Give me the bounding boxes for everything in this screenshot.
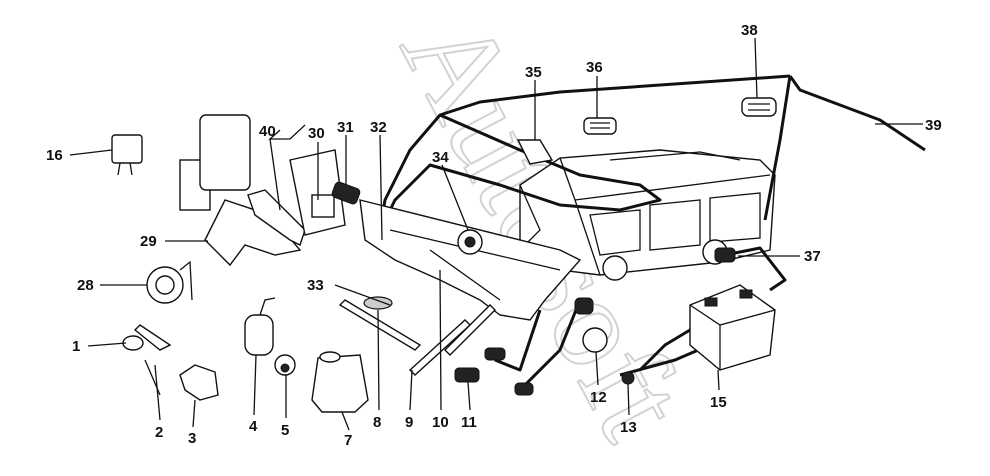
main-wiring-harness — [378, 74, 926, 387]
callout-5: 5 — [281, 422, 289, 439]
part-16-relay — [111, 134, 143, 176]
callout-2: 2 — [155, 424, 163, 441]
part-35-dome-lamp — [516, 139, 554, 165]
callout-38: 38 — [741, 22, 758, 39]
part-36-roof-lamp — [583, 117, 617, 135]
part-38-rear-lamp — [741, 97, 777, 117]
callout-12: 12 — [590, 389, 607, 406]
part-13-terminal — [621, 371, 635, 385]
callout-28: 28 — [77, 277, 94, 294]
callout-9: 9 — [405, 414, 413, 431]
part-31-fuse — [331, 181, 361, 205]
callout-37: 37 — [804, 248, 821, 265]
callout-4: 4 — [249, 418, 258, 435]
part-8-linkage — [338, 296, 422, 351]
callout-40: 40 — [259, 123, 276, 140]
callout-10: 10 — [432, 414, 449, 431]
callout-36: 36 — [586, 59, 603, 76]
callout-1: 1 — [72, 338, 80, 355]
part-40-bracket — [247, 189, 306, 246]
part-2-gasket — [133, 324, 172, 396]
callout-35: 35 — [525, 64, 542, 81]
callout-3: 3 — [188, 430, 196, 447]
part-3-switch — [179, 364, 219, 401]
leader-lines — [69, 37, 923, 431]
part-9-linkage — [408, 304, 496, 376]
callout-15: 15 — [710, 394, 727, 411]
part-15-battery — [689, 284, 776, 371]
callout-8: 8 — [373, 414, 381, 431]
part-5-sensor — [274, 354, 296, 376]
part-11-sensor — [454, 347, 534, 396]
part-7-reservoir — [311, 351, 369, 413]
part-34-gauge — [457, 229, 483, 255]
part-4-motor — [244, 297, 276, 356]
callout-33: 33 — [307, 277, 324, 294]
part-12-switch — [574, 297, 608, 353]
part-29-bracket — [179, 114, 302, 267]
callout-7: 7 — [344, 432, 352, 449]
callout-39: 39 — [925, 117, 942, 134]
callout-34: 34 — [432, 149, 449, 166]
callouts: 1 2 3 4 5 7 8 9 10 11 12 13 15 16 28 29 … — [46, 22, 942, 449]
callout-29: 29 — [140, 233, 157, 250]
callout-31: 31 — [337, 119, 354, 136]
callout-11: 11 — [461, 414, 477, 431]
part-37-connector — [714, 247, 736, 263]
callout-16: 16 — [46, 147, 63, 164]
callout-13: 13 — [620, 419, 637, 436]
callout-30: 30 — [308, 125, 325, 142]
callout-32: 32 — [370, 119, 387, 136]
part-28-horn — [146, 260, 193, 304]
